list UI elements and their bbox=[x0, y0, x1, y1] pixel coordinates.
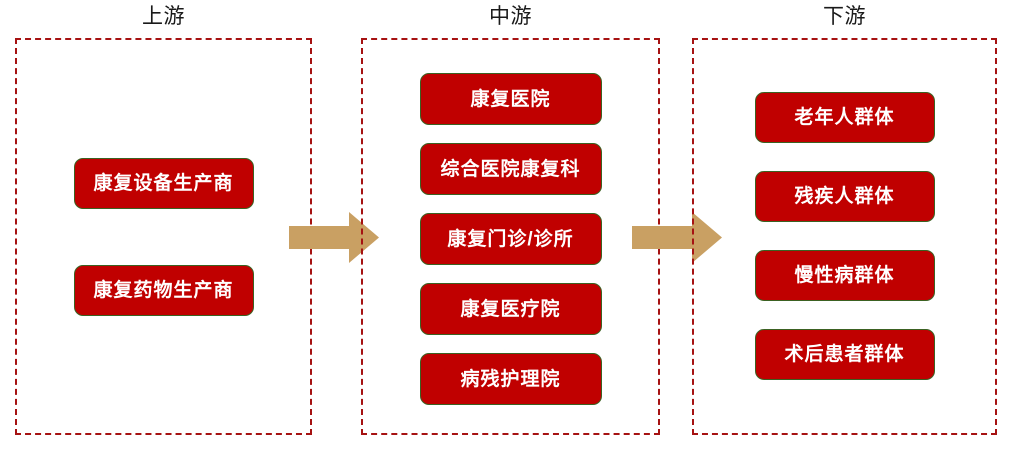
node-chip[interactable]: 病残护理院 bbox=[419, 353, 602, 405]
node-chip[interactable]: 康复医疗院 bbox=[419, 283, 602, 335]
node-list-midstream: 康复医院 综合医院康复科 康复门诊/诊所 康复医疗院 病残护理院 bbox=[361, 38, 660, 435]
arrow-midstream-to-downstream bbox=[632, 212, 722, 263]
node-chip[interactable]: 康复设备生产商 bbox=[73, 157, 254, 209]
node-chip[interactable]: 慢性病群体 bbox=[754, 250, 935, 301]
stage-title-downstream: 下游 bbox=[823, 5, 866, 28]
node-chip[interactable]: 康复药物生产商 bbox=[73, 264, 254, 316]
stage-title-upstream: 上游 bbox=[142, 5, 185, 28]
node-chip[interactable]: 老年人群体 bbox=[754, 92, 935, 143]
arrow-upstream-to-midstream bbox=[289, 212, 379, 263]
node-list-downstream: 老年人群体 残疾人群体 慢性病群体 术后患者群体 bbox=[692, 38, 997, 435]
node-chip[interactable]: 综合医院康复科 bbox=[419, 143, 602, 195]
stage-title-midstream: 中游 bbox=[489, 5, 532, 28]
node-list-upstream: 康复设备生产商 康复药物生产商 bbox=[15, 38, 312, 435]
node-chip[interactable]: 残疾人群体 bbox=[754, 171, 935, 222]
node-chip[interactable]: 术后患者群体 bbox=[754, 329, 935, 380]
node-chip[interactable]: 康复门诊/诊所 bbox=[419, 213, 602, 265]
stage-container-downstream bbox=[692, 38, 997, 435]
node-chip[interactable]: 康复医院 bbox=[419, 73, 602, 125]
